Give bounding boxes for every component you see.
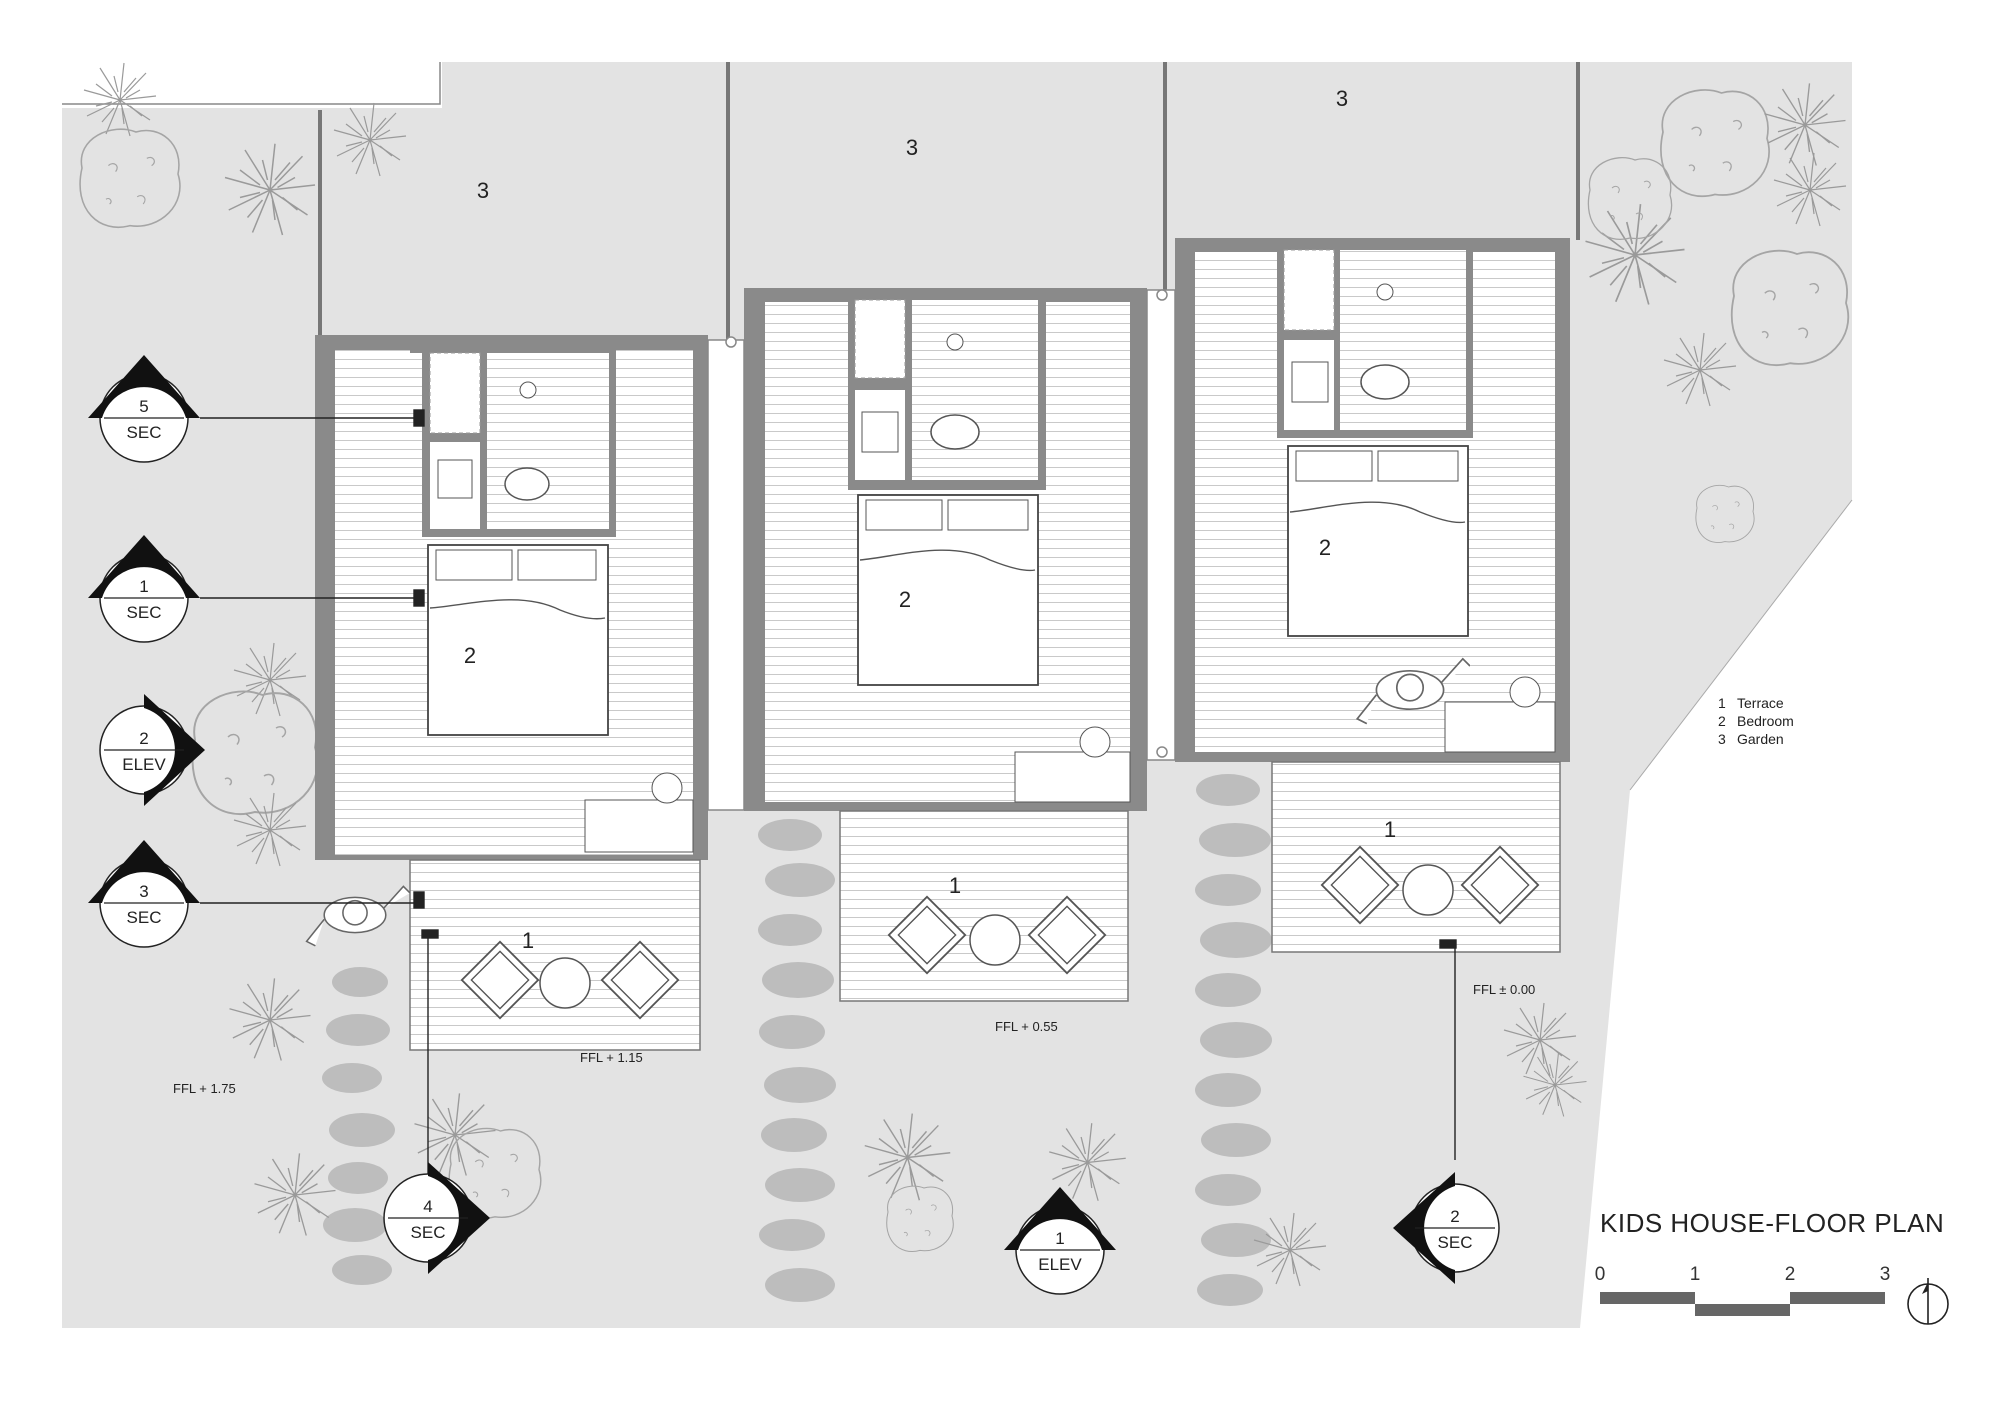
legend-num: 3 bbox=[1718, 731, 1726, 747]
level-unit-b: FFL + 0.55 bbox=[995, 1019, 1058, 1034]
garden-walls bbox=[318, 62, 1580, 345]
svg-text:1: 1 bbox=[1690, 1264, 1701, 1285]
legend-label: Bedroom bbox=[1737, 713, 1794, 729]
level-unit-c: FFL ± 0.00 bbox=[1473, 982, 1535, 997]
scale-bar: 0 1 2 3 bbox=[1595, 1264, 1891, 1316]
svg-text:1: 1 bbox=[139, 577, 148, 596]
svg-text:2: 2 bbox=[139, 729, 148, 748]
legend-label: Garden bbox=[1737, 731, 1784, 747]
section-marker: 1 SEC bbox=[88, 535, 200, 643]
svg-text:1: 1 bbox=[1055, 1229, 1064, 1248]
section-marker: 3 SEC bbox=[88, 840, 200, 948]
svg-text:SEC: SEC bbox=[127, 908, 162, 927]
garden-label: 3 bbox=[1336, 86, 1348, 111]
bedroom-label: 2 bbox=[1319, 535, 1331, 560]
svg-text:2: 2 bbox=[1450, 1207, 1459, 1226]
unit-a bbox=[315, 335, 708, 1051]
section-lines bbox=[200, 409, 1457, 1210]
unit-c bbox=[1175, 238, 1570, 953]
elevation-marker: 1 ELEV bbox=[1004, 1187, 1116, 1295]
elevation-marker: 2 ELEV bbox=[99, 694, 205, 806]
room-labels: 3 3 3 2 2 2 1 1 1 bbox=[464, 86, 1396, 953]
svg-text:0: 0 bbox=[1595, 1264, 1606, 1285]
svg-text:4: 4 bbox=[423, 1197, 432, 1216]
section-marker: 5 SEC bbox=[88, 355, 200, 463]
terrace-label: 1 bbox=[1384, 817, 1396, 842]
section-marker: 2 SEC bbox=[1393, 1172, 1500, 1284]
section-marker: 4 SEC bbox=[383, 1162, 490, 1274]
svg-text:SEC: SEC bbox=[411, 1223, 446, 1242]
bedroom-label: 2 bbox=[464, 643, 476, 668]
legend-num: 1 bbox=[1718, 695, 1726, 711]
garden-label: 3 bbox=[906, 135, 918, 160]
stepping-stone-icon bbox=[322, 774, 1272, 1306]
legend-label: Terrace bbox=[1737, 695, 1784, 711]
svg-text:5: 5 bbox=[139, 397, 148, 416]
level-unit-a: FFL + 1.15 bbox=[580, 1050, 643, 1065]
terrace-label: 1 bbox=[949, 873, 961, 898]
svg-text:SEC: SEC bbox=[127, 423, 162, 442]
garden-label: 3 bbox=[477, 178, 489, 203]
bedroom-label: 2 bbox=[899, 587, 911, 612]
drawing-title: KIDS HOUSE-FLOOR PLAN bbox=[1600, 1208, 1944, 1238]
terrace-label: 1 bbox=[522, 928, 534, 953]
svg-text:SEC: SEC bbox=[1438, 1233, 1473, 1252]
legend: 1 Terrace 2 Bedroom 3 Garden bbox=[1718, 695, 1794, 747]
unit-b bbox=[744, 288, 1147, 1002]
svg-text:ELEV: ELEV bbox=[1038, 1255, 1082, 1274]
svg-text:3: 3 bbox=[139, 882, 148, 901]
level-site: FFL + 1.75 bbox=[173, 1081, 236, 1096]
svg-text:2: 2 bbox=[1785, 1264, 1796, 1285]
svg-text:3: 3 bbox=[1880, 1264, 1891, 1285]
svg-text:SEC: SEC bbox=[127, 603, 162, 622]
floor-levels: FFL + 1.75 FFL + 1.15 FFL + 0.55 FFL ± 0… bbox=[173, 982, 1535, 1096]
svg-text:ELEV: ELEV bbox=[122, 755, 166, 774]
unit-connectors bbox=[707, 289, 1176, 811]
legend-num: 2 bbox=[1718, 713, 1726, 729]
north-arrow-icon bbox=[1907, 1278, 1949, 1325]
